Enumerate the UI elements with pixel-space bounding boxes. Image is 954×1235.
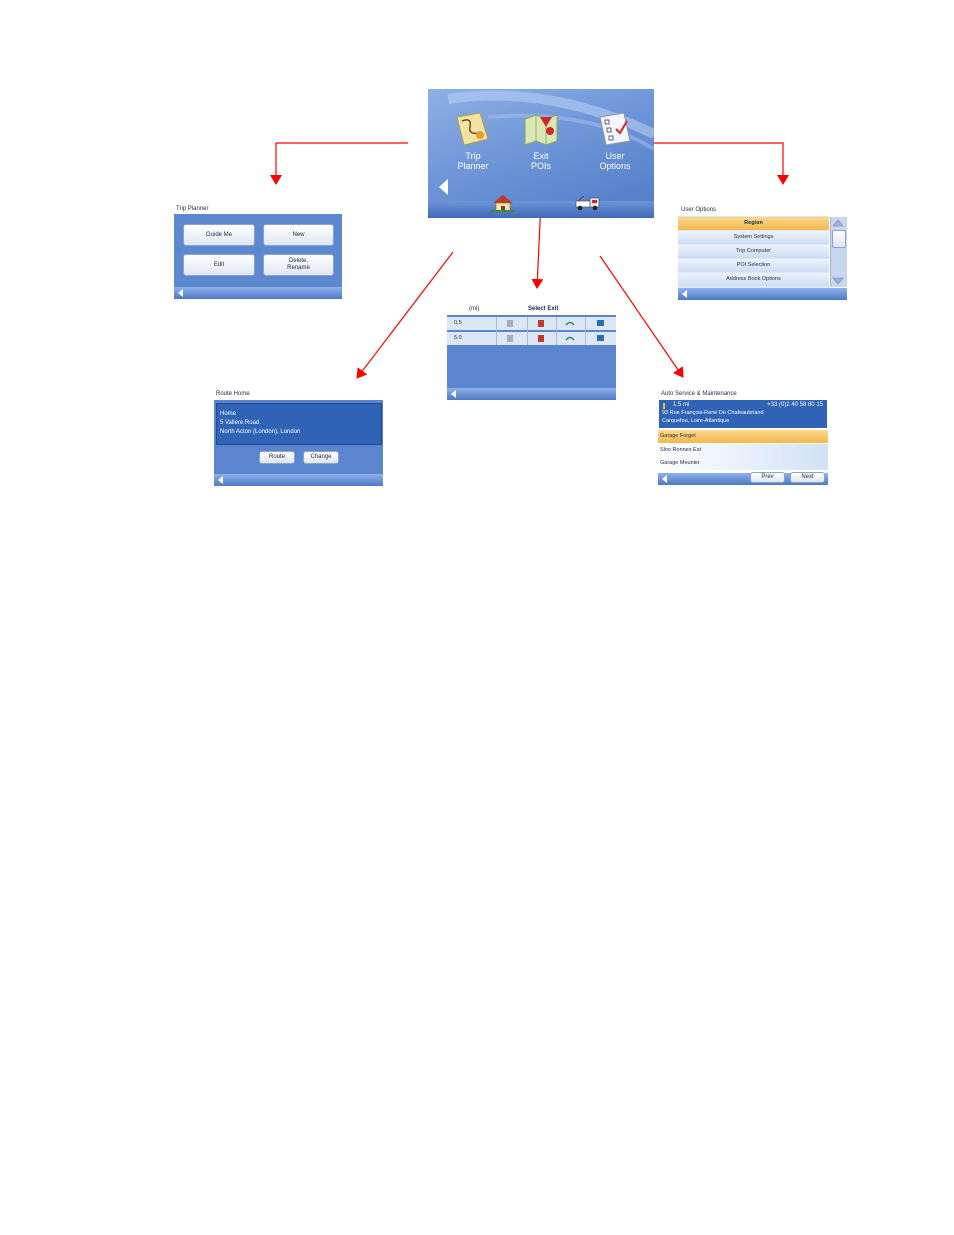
auto-service-title: Auto Service & Maintenance	[661, 391, 737, 397]
home-icon[interactable]	[491, 193, 515, 213]
route-button[interactable]: Route	[259, 451, 295, 464]
lodging-icon	[565, 321, 575, 341]
trip-planner-icon	[456, 112, 489, 146]
food-icon	[507, 335, 513, 342]
address-box: Home 5 Vallere Road North Acton (London)…	[216, 403, 382, 445]
trip-planner-title: Trip Planner	[176, 206, 209, 212]
poi-street: 93 Rue François-René De Chateaubriand	[662, 410, 764, 416]
rename-label: Rename	[287, 265, 310, 271]
option-trip-computer[interactable]: Trip Computer	[678, 245, 829, 258]
back-arrow-icon[interactable]	[178, 289, 183, 297]
back-arrow-icon[interactable]	[218, 476, 223, 484]
select-exit-title: Select Exit	[528, 306, 559, 312]
exit-distance: 0.5	[454, 320, 462, 326]
trip-planner-label-1: Trip	[465, 151, 481, 161]
route-home-bottom-bar	[214, 474, 383, 486]
arrow-to-route-home	[356, 251, 454, 379]
trip-planner-menu-item[interactable]: Trip Planner	[448, 109, 498, 179]
next-button[interactable]: Next	[790, 472, 825, 483]
trip-planner-bottom-bar	[174, 287, 342, 299]
selected-poi-details: 1.5 mi +33 (0)2 40 58 80 15 93 Rue Franç…	[659, 400, 827, 428]
exit-pois-icon	[524, 114, 558, 146]
exit-pois-label-2: POIs	[530, 161, 551, 171]
gas-icon	[538, 320, 544, 342]
user-options-screen: User Options Region System Settings Trip…	[678, 205, 847, 300]
edit-button[interactable]: Edit	[183, 254, 255, 276]
poi-list-item[interactable]: Garage Meunier	[658, 457, 828, 470]
trip-planner-screen: Trip Planner Guide Me New Edit Delete, R…	[174, 204, 342, 299]
scroll-down-icon[interactable]	[832, 276, 844, 286]
arrow-to-trip-planner	[270, 142, 408, 185]
services-icon	[597, 320, 604, 341]
address-line-1: Home	[220, 411, 237, 417]
poi-list-item[interactable]: Sloo Ronnes Est	[658, 444, 828, 457]
distance-unit-header: (mi)	[469, 306, 480, 312]
swoosh-decoration	[447, 90, 654, 151]
exit-row[interactable]: 5.0	[447, 332, 616, 345]
poi-phone: +33 (0)2 40 58 80 15	[767, 402, 823, 408]
food-icon	[507, 320, 513, 327]
select-exit-screen: (mi) Select Exit 0.5 5.0	[447, 304, 616, 400]
delete-rename-button[interactable]: Delete, Rename	[263, 254, 334, 276]
back-arrow-icon[interactable]	[682, 290, 687, 298]
route-home-title: Route Home	[216, 391, 250, 397]
poi-city: Carquefou, Loire-Atlantique	[662, 418, 730, 424]
option-system-settings[interactable]: System Settings	[678, 231, 829, 244]
exit-pois-menu-item[interactable]: Exit POIs	[516, 109, 566, 179]
user-options-label-2: Options	[599, 161, 631, 171]
change-button[interactable]: Change	[303, 451, 339, 464]
user-options-title: User Options	[681, 207, 717, 213]
main-menu-bottom-bar	[428, 201, 654, 218]
guide-me-button[interactable]: Guide Me	[183, 224, 255, 246]
option-address-book-options[interactable]: Address Book Options	[678, 273, 829, 286]
poi-distance: 1.5 mi	[673, 402, 690, 408]
user-options-label-1: User	[605, 151, 625, 161]
prev-button[interactable]: Prev	[750, 472, 785, 483]
new-button[interactable]: New	[263, 224, 334, 246]
scroll-thumb[interactable]	[832, 230, 846, 248]
auto-service-bottom-bar	[658, 473, 828, 485]
main-menu-screen: Trip Planner Exit POIs User Options	[428, 89, 654, 218]
user-options-icon	[599, 112, 631, 146]
trip-planner-label-2: Planner	[457, 161, 489, 171]
user-options-bottom-bar	[678, 288, 847, 300]
exit-distance: 5.0	[454, 335, 462, 341]
option-region[interactable]: Region	[678, 217, 829, 230]
address-line-3: North Acton (London), London	[220, 429, 301, 435]
user-options-menu-item[interactable]: User Options	[588, 109, 642, 179]
route-home-screen: Route Home Home 5 Vallere Road North Act…	[214, 389, 383, 486]
back-arrow-icon[interactable]	[662, 475, 667, 483]
arrow-to-auto-service	[599, 255, 684, 378]
exit-row[interactable]: 0.5	[447, 317, 616, 330]
scroll-up-icon[interactable]	[832, 218, 844, 228]
exit-amenity-icons	[507, 320, 604, 342]
back-arrow-icon[interactable]	[451, 390, 456, 398]
exit-pois-label-1: Exit	[533, 151, 549, 161]
poi-marker-icon	[663, 403, 665, 409]
delete-label: Delete,	[288, 258, 308, 264]
poi-list-item[interactable]: Garage Forget	[658, 430, 828, 443]
arrow-to-user-options	[652, 142, 789, 185]
option-poi-selection[interactable]: POI Selection	[678, 259, 829, 272]
address-line-2: 5 Vallere Road	[220, 420, 260, 426]
back-arrow-button[interactable]	[439, 179, 448, 195]
auto-service-screen: Auto Service & Maintenance 1.5 mi +33 (0…	[658, 389, 828, 485]
tow-truck-icon[interactable]	[574, 195, 602, 211]
select-exit-bottom-bar	[447, 388, 616, 400]
